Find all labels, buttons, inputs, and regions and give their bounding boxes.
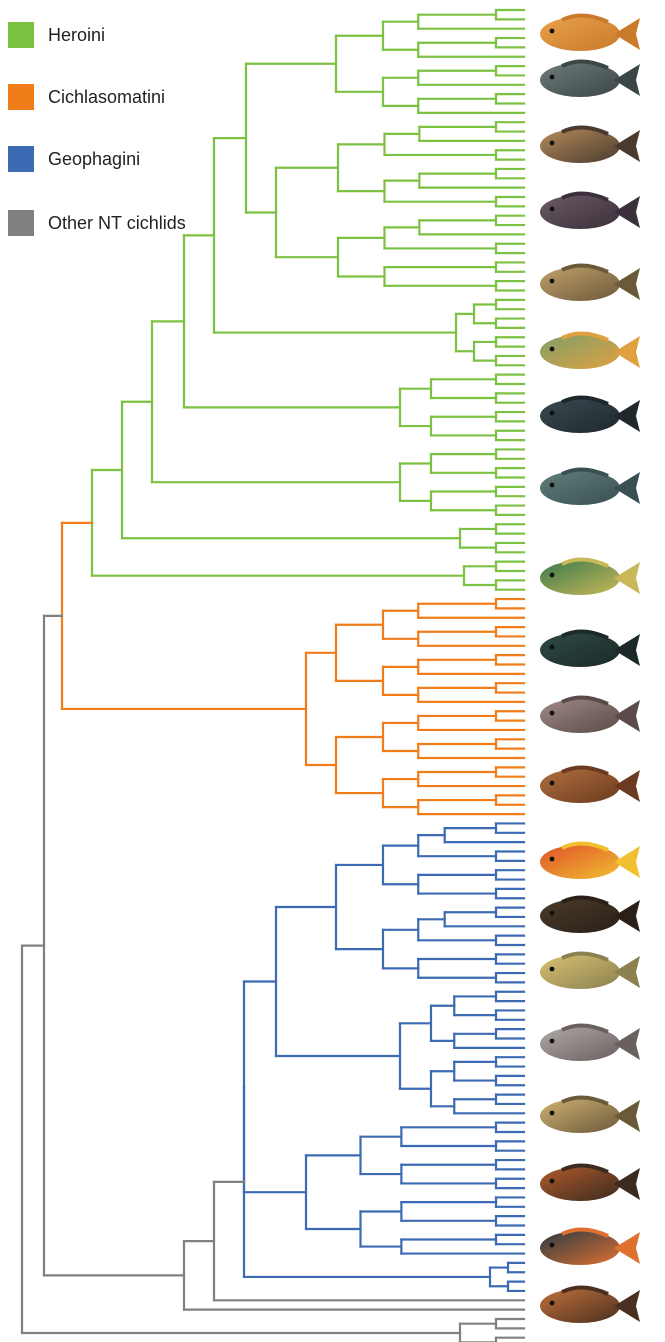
legend-item-other: Other NT cichlids	[8, 210, 268, 236]
fish-photo-10	[538, 628, 642, 672]
legend-label-other: Other NT cichlids	[48, 213, 186, 234]
legend-swatch-geophagini	[8, 146, 34, 172]
legend-label-heroini: Heroini	[48, 25, 105, 46]
fish-photo-20	[538, 1284, 642, 1328]
legend-swatch-other	[8, 210, 34, 236]
fish-photo-14	[538, 894, 642, 938]
fish-photo-15	[538, 950, 642, 994]
fish-photo-4	[538, 190, 642, 234]
fish-photo-17	[538, 1094, 642, 1138]
fish-photo-18	[538, 1162, 642, 1206]
fish-photo-11	[538, 694, 642, 738]
fish-photo-19	[538, 1226, 642, 1270]
fish-photo-8	[538, 466, 642, 510]
fish-photo-9	[538, 556, 642, 600]
fish-photo-13	[538, 840, 642, 884]
fish-photo-16	[538, 1022, 642, 1066]
legend-item-heroini: Heroini	[8, 22, 268, 48]
legend-swatch-cichlasomatini	[8, 84, 34, 110]
legend-swatch-heroini	[8, 22, 34, 48]
legend-label-cichlasomatini: Cichlasomatini	[48, 87, 165, 108]
fish-photo-2	[538, 58, 642, 102]
fish-photo-12	[538, 764, 642, 808]
fish-photo-1	[538, 12, 642, 56]
fish-photo-7	[538, 394, 642, 438]
fish-photo-3	[538, 124, 642, 168]
fish-photo-5	[538, 262, 642, 306]
legend-item-cichlasomatini: Cichlasomatini	[8, 84, 268, 110]
legend-label-geophagini: Geophagini	[48, 149, 140, 170]
fish-photo-6	[538, 330, 642, 374]
legend-item-geophagini: Geophagini	[8, 146, 268, 172]
